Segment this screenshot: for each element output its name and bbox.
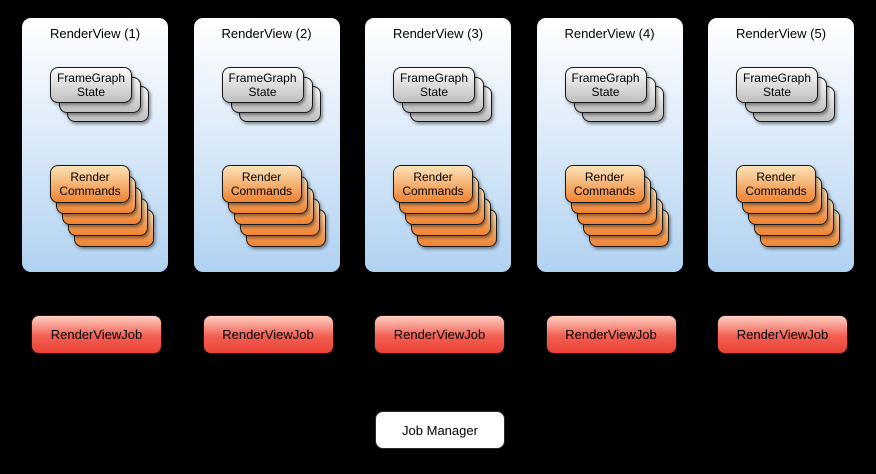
renderview-title: RenderView (1) [49,26,141,41]
framegraph-state-stack: FrameGraph State [393,67,493,123]
renderview-title: RenderView (2) [221,26,312,41]
renderviewjob-label: RenderViewJob [565,327,657,342]
render-commands-label-line1: Render [413,170,453,184]
render-commands-card: Render Commands [393,165,473,203]
render-commands-label-line1: Render [584,170,625,184]
framegraph-label-line1: FrameGraph [56,71,126,85]
render-commands-label-line2: Commands [573,184,636,198]
framegraph-state-card: FrameGraph State [393,67,475,103]
framegraph-label-line1: FrameGraph [228,71,297,85]
framegraph-state-card: FrameGraph State [50,67,132,103]
framegraph-label-line2: State [248,85,277,99]
render-commands-label-line2: Commands [230,184,293,198]
render-commands-card: Render Commands [736,165,816,203]
render-commands-label-line1: Render [756,170,796,184]
renderview-panel-4: RenderView (4) FrameGraph State Render C… [536,18,683,272]
render-commands-label-line1: Render [70,170,110,184]
renderview-panel-2: RenderView (2) FrameGraph State Render C… [193,18,340,272]
renderviewjob-label: RenderViewJob [393,327,486,342]
renderviewjob-box-5: RenderViewJob [717,315,848,354]
render-commands-stack: Render Commands [221,165,326,247]
renderview-panel-1: RenderView (1) FrameGraph State Render C… [22,18,168,272]
render-commands-label-line2: Commands [402,184,464,198]
framegraph-state-card: FrameGraph State [564,67,647,103]
render-commands-card: Render Commands [221,165,302,203]
render-commands-stack: Render Commands [393,165,497,247]
framegraph-label-line1: FrameGraph [571,71,640,85]
render-commands-card: Render Commands [564,165,645,203]
render-commands-label-line2: Commands [745,184,807,198]
framegraph-label-line2: State [76,85,106,99]
framegraph-state-card: FrameGraph State [221,67,304,103]
render-commands-card: Render Commands [50,165,130,203]
renderviewjob-box-4: RenderViewJob [545,315,677,354]
render-commands-label-line1: Render [241,170,282,184]
job-manager-box: Job Manager [375,411,505,449]
job-manager-label: Job Manager [402,422,478,438]
renderviewjob-box-1: RenderViewJob [31,315,162,354]
framegraph-label-line2: State [591,85,620,99]
render-commands-stack: Render Commands [50,165,154,247]
renderview-title: RenderView (3) [392,26,484,41]
framegraph-state-stack: FrameGraph State [564,67,665,123]
framegraph-state-stack: FrameGraph State [736,67,836,123]
render-commands-stack: Render Commands [564,165,669,247]
renderviewjob-box-2: RenderViewJob [202,315,334,354]
renderview-panel-5: RenderView (5) FrameGraph State Render C… [708,18,854,272]
renderview-title: RenderView (4) [564,26,655,41]
renderviewjob-label: RenderViewJob [736,327,829,342]
framegraph-label-line2: State [762,85,792,99]
framegraph-label-line2: State [419,85,449,99]
framegraph-state-card: FrameGraph State [736,67,818,103]
renderview-panel-3: RenderView (3) FrameGraph State Render C… [365,18,511,272]
render-commands-label-line2: Commands [59,184,121,198]
framegraph-label-line1: FrameGraph [399,71,469,85]
framegraph-label-line1: FrameGraph [742,71,812,85]
render-commands-stack: Render Commands [736,165,840,247]
framegraph-state-stack: FrameGraph State [221,67,322,123]
renderviewjob-label: RenderViewJob [50,327,143,342]
renderview-title: RenderView (5) [735,26,827,41]
renderviewjob-box-3: RenderViewJob [374,315,505,354]
renderviewjob-label: RenderViewJob [222,327,314,342]
framegraph-state-stack: FrameGraph State [50,67,150,123]
